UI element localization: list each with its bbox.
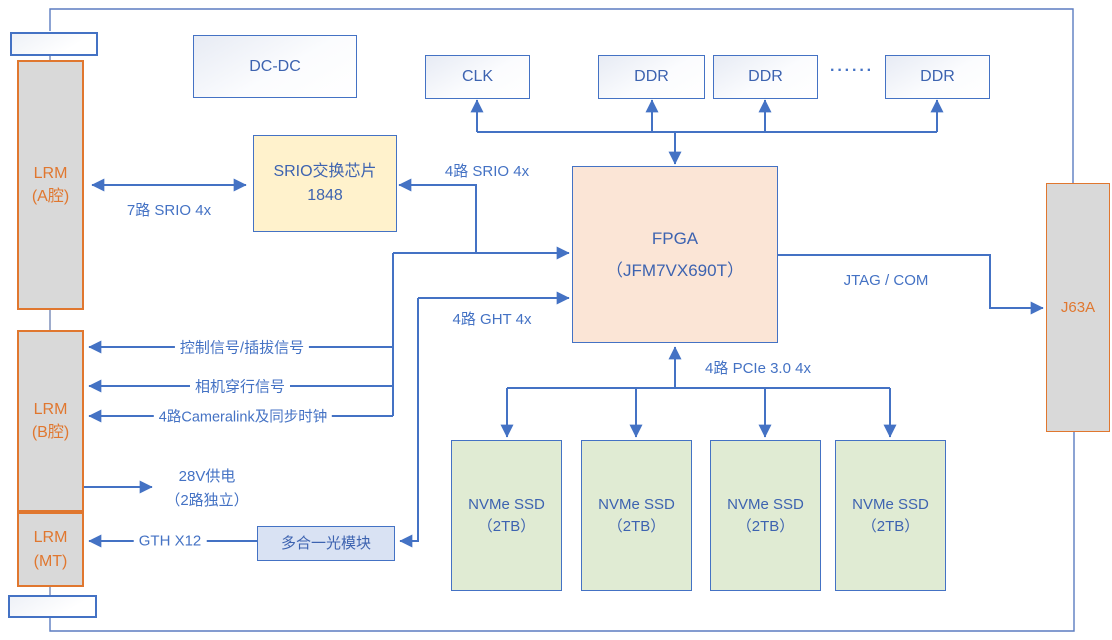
jtag-com-line — [778, 254, 1044, 315]
ddr-block-1: DDR — [598, 55, 705, 99]
nvme3-label-line2: （2TB） — [736, 517, 795, 535]
label-4-srio: 4路 SRIO 4x — [444, 163, 530, 180]
lrm-mt-label-line2: (MT) — [33, 552, 68, 570]
dc-dc-block: DC-DC — [193, 35, 357, 98]
lrm-a-block: LRM (A腔) — [17, 60, 84, 310]
srio-switch-label-line2: 1848 — [307, 186, 343, 204]
bottom-connector — [8, 595, 97, 618]
clk-block: CLK — [425, 55, 530, 99]
label-gth-x12: GTH X12 — [133, 532, 207, 550]
label-ctrl-signal: 控制信号/插拔信号 — [174, 336, 310, 358]
nvme1-label-line2: （2TB） — [477, 517, 536, 535]
ddr3-label: DDR — [920, 68, 955, 86]
label-28v-line2: （2路独立） — [165, 492, 249, 509]
nvme4-label-line1: NVMe SSD — [852, 495, 929, 513]
top-connector — [10, 32, 98, 56]
j63a-label: J63A — [1060, 298, 1096, 316]
label-4-pcie: 4路 PCIe 3.0 4x — [705, 360, 811, 377]
lrm-mt-label-line1: LRM — [33, 529, 68, 547]
label-jtag-com: JTAG / COM — [843, 272, 929, 289]
ddr1-label: DDR — [634, 68, 669, 86]
nvme4-label-line2: （2TB） — [861, 517, 920, 535]
lrm-a-label-line2: (A腔) — [31, 188, 70, 205]
srio-switch-block: SRIO交换芯片 1848 — [253, 135, 397, 232]
j63a-connector-block: J63A — [1046, 183, 1110, 432]
ght-to-optical — [399, 298, 419, 548]
nvme-ssd-block-4: NVMe SSD （2TB） — [835, 440, 946, 591]
nvme1-label-line1: NVMe SSD — [468, 495, 545, 513]
fpga-label-line2: （JFM7VX690T） — [606, 260, 744, 280]
fpga-label-line1: FPGA — [651, 229, 699, 249]
nvme2-label-line1: NVMe SSD — [598, 495, 675, 513]
nvme-ssd-block-1: NVMe SSD （2TB） — [451, 440, 562, 591]
label-camera-signal: 相机穿行信号 — [189, 375, 291, 397]
label-28v-line1: 28V供电 — [178, 468, 236, 485]
srio-switch-label-line1: SRIO交换芯片 — [273, 163, 377, 181]
nvme3-label-line1: NVMe SSD — [727, 495, 804, 513]
fpga-block: FPGA （JFM7VX690T） — [572, 166, 778, 343]
nvme-ssd-block-3: NVMe SSD （2TB） — [710, 440, 821, 591]
label-cameralink: 4路Cameralink及同步时钟 — [153, 405, 333, 427]
optical-module-label: 多合一光模块 — [280, 534, 371, 552]
clk-label: CLK — [461, 68, 494, 86]
lrm-b-label-line2: (B腔) — [31, 424, 70, 441]
srio-fpga-link — [398, 178, 477, 253]
ddr2-label: DDR — [748, 68, 783, 86]
label-28v-power: 28V供电 （2路独立） — [165, 465, 248, 513]
optical-module-block: 多合一光模块 — [257, 526, 395, 561]
lrm-b-label-line1: LRM — [33, 400, 68, 418]
nvme-ssd-block-2: NVMe SSD （2TB） — [581, 440, 692, 591]
board-frame — [49, 8, 1075, 632]
ddr-block-3: DDR — [885, 55, 990, 99]
nvme2-label-line2: （2TB） — [607, 517, 666, 535]
label-7-srio: 7路 SRIO 4x — [126, 202, 212, 219]
lrm-b-block: LRM (B腔) — [17, 330, 84, 512]
ddr-block-2: DDR — [713, 55, 818, 99]
dc-dc-label: DC-DC — [249, 57, 301, 75]
lrm-a-label-line1: LRM — [33, 164, 68, 182]
ddr-ellipsis: ······ — [830, 62, 874, 79]
label-4-ght: 4路 GHT 4x — [452, 311, 532, 328]
lrm-mt-block: LRM (MT) — [17, 512, 84, 587]
